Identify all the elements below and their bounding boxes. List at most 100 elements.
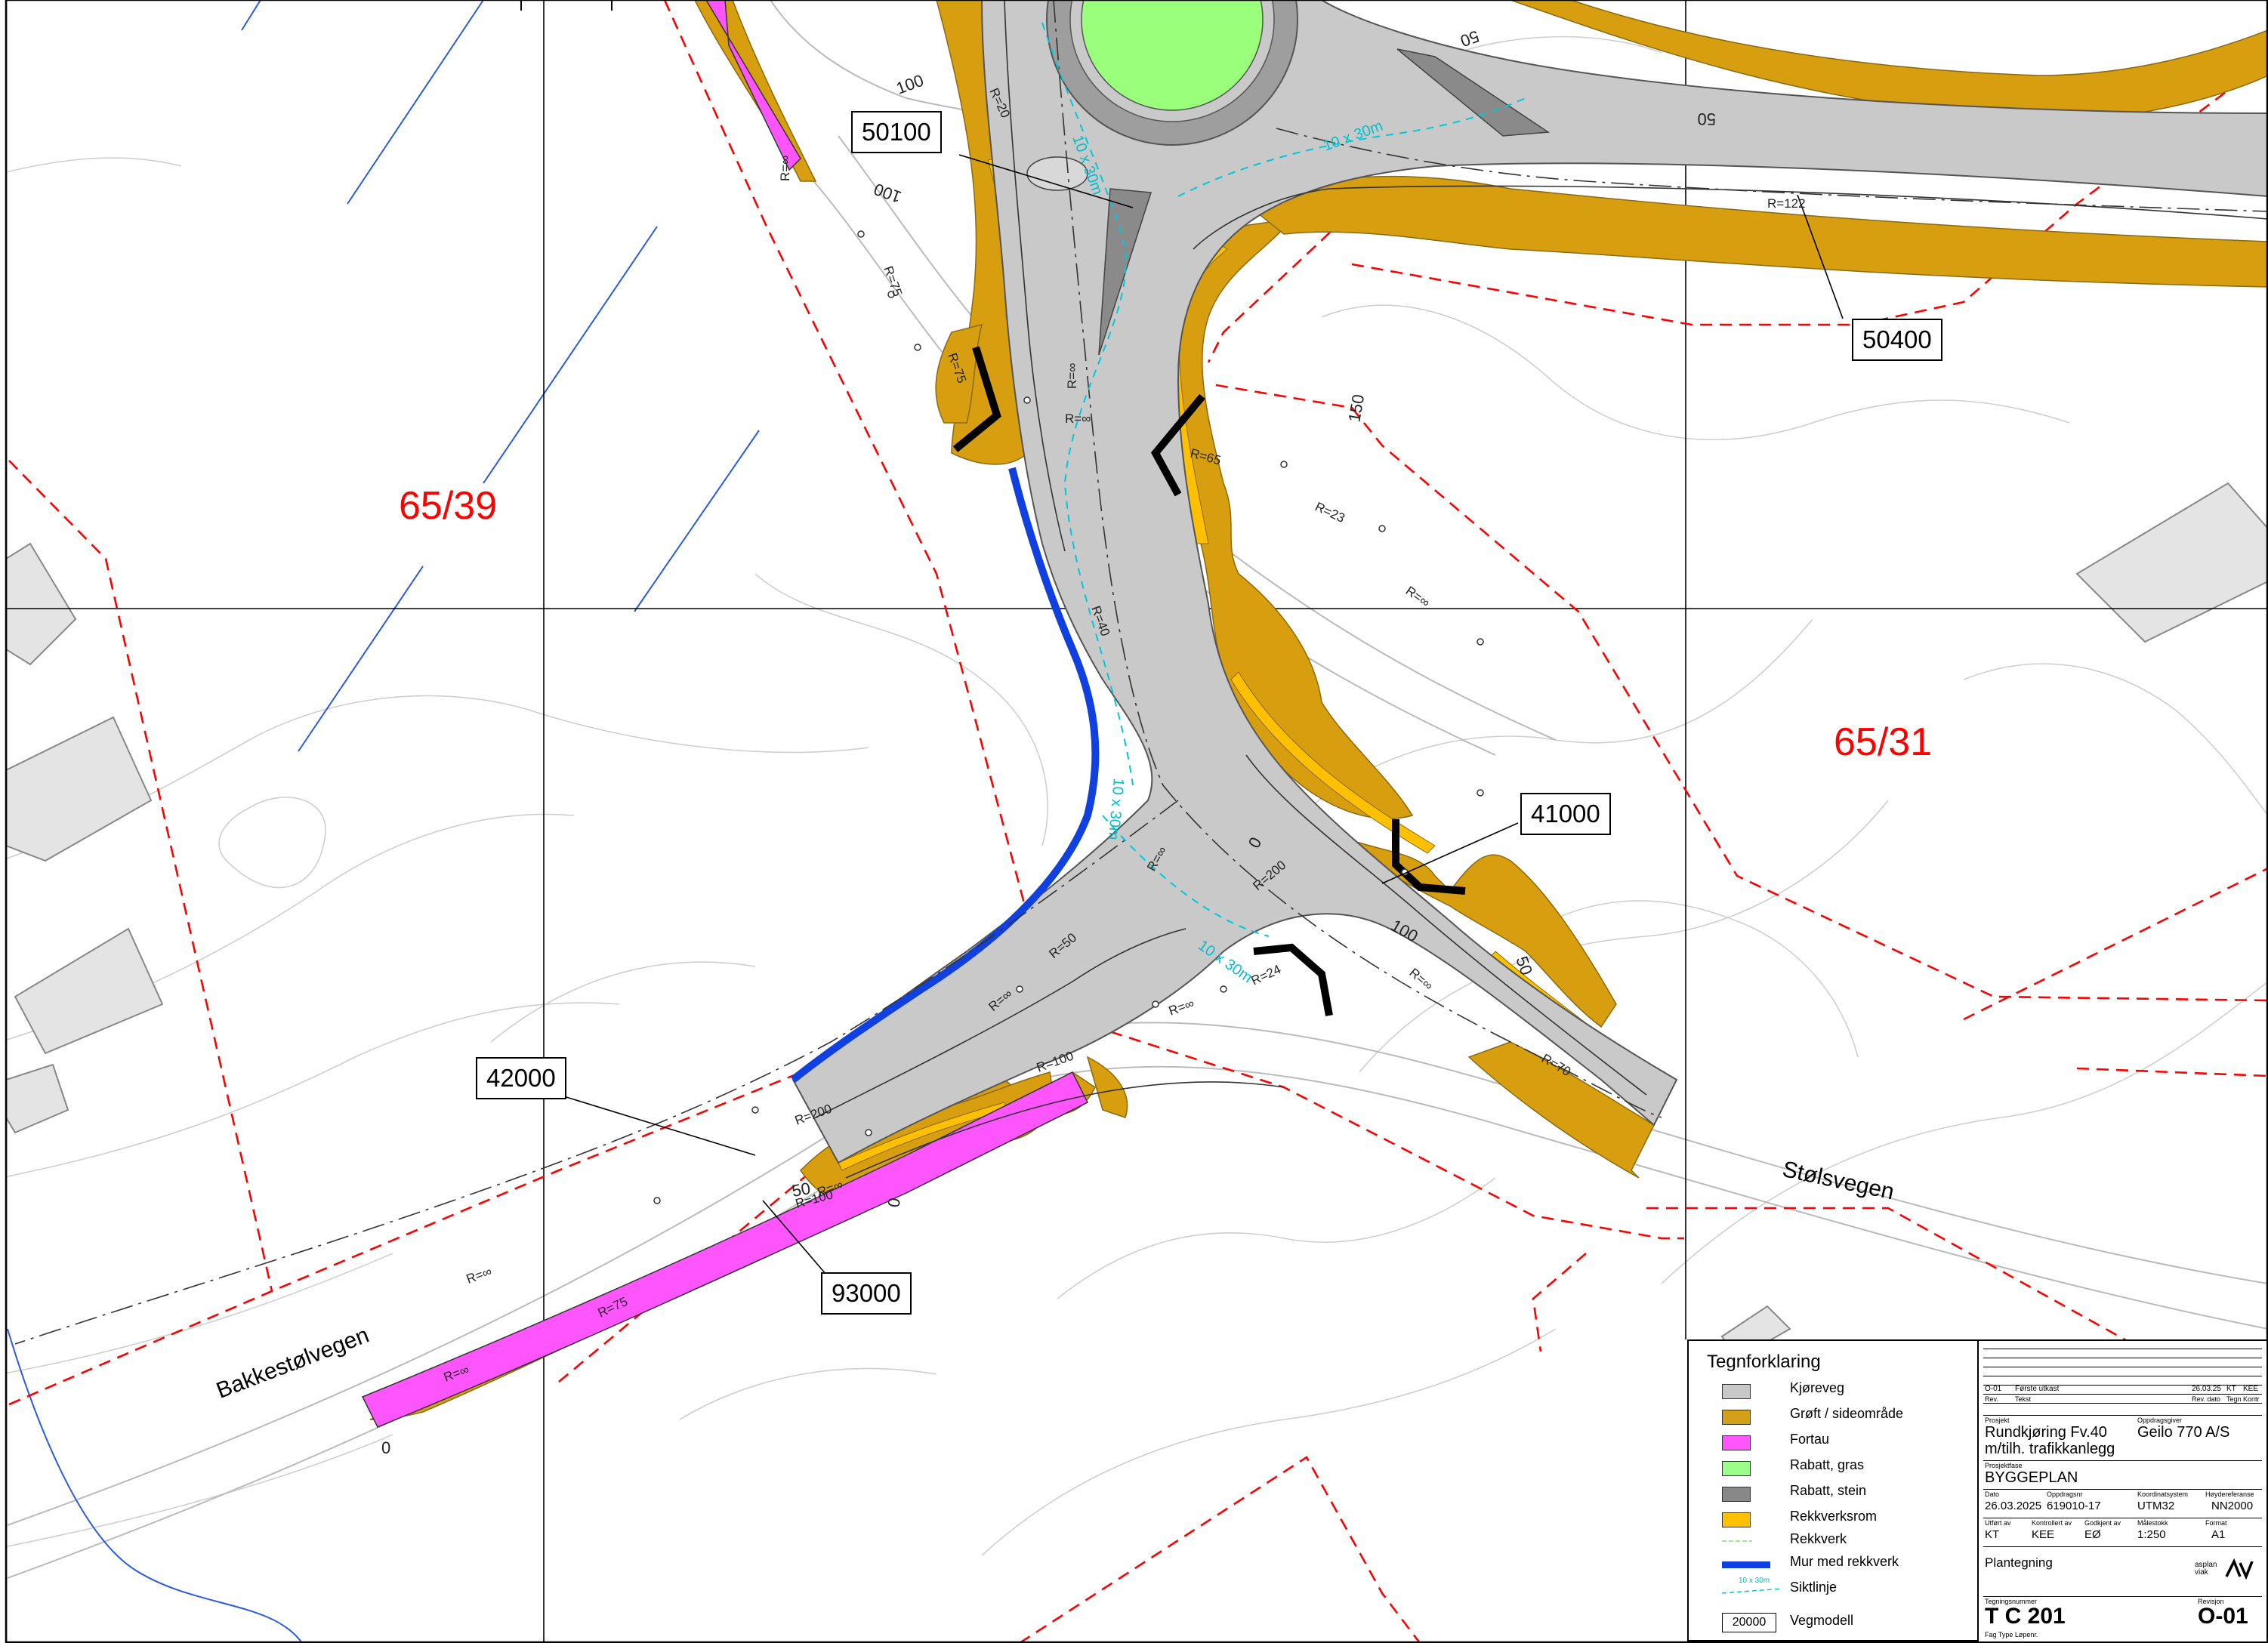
legend-swatch [1722, 1561, 1770, 1568]
legend-swatch [1722, 1410, 1751, 1425]
legend-item-rabatt-gras: Rabatt, gras [1722, 1456, 1979, 1478]
meta-value-ordernr: 619010-17 [2047, 1500, 2101, 1512]
chainage-annotation: 0 [884, 1196, 904, 1208]
legend-swatch [1722, 1461, 1751, 1476]
revision-label: Revisjon [2198, 1598, 2224, 1605]
legend-label: Rekkverksrom [1790, 1509, 1878, 1524]
legend-item-groft: Grøft / sideområde [1722, 1404, 1979, 1427]
object-tag-93000: 93000 [821, 1272, 912, 1315]
legend-swatch [1722, 1435, 1751, 1450]
meta2-label-checked: Kontrollert av [2032, 1519, 2072, 1527]
alignment-stakes [653, 230, 1484, 1204]
chainage-annotation: 50 [1698, 109, 1716, 128]
legend-label: Mur med rekkverk [1790, 1554, 1899, 1569]
guardrail-terminals [952, 346, 1466, 1016]
radius-annotation: R=∞ [1167, 996, 1196, 1019]
meta2-label-scale: Målestokk [2137, 1519, 2168, 1527]
meta2-value-checked: KEE [2032, 1528, 2055, 1541]
drawing-number-sub: Fag Type Løpenr. [1985, 1631, 2038, 1638]
legend-item-fortau: Fortau [1722, 1430, 1979, 1453]
object-tag-42000: 42000 [476, 1057, 566, 1099]
chainage-annotation: 100 [893, 71, 926, 98]
radius-annotation: R=122 [1767, 196, 1806, 211]
retaining-wall-with-guardrail [790, 467, 1100, 1083]
lane-lines [815, 0, 2268, 1179]
meta-value-coords: UTM32 [2137, 1500, 2175, 1512]
tag-leaders [558, 154, 1844, 1281]
title-block: O-01 Første utkast 26.03.25 KT KEE Rev. … [1977, 1339, 2268, 1643]
revision-header-date: Rev. dato [2192, 1395, 2220, 1403]
drawing-title: Plantegning [1985, 1555, 2053, 1570]
legend-item-rabatt-stein: Rabatt, stein [1722, 1481, 1979, 1504]
chainage-annotation: 100 [872, 180, 904, 207]
legend-label: Rekkverk [1790, 1531, 1847, 1546]
legend-siktlinje-symbol [1722, 1588, 1782, 1594]
revision-header-checked: Kontr [2243, 1395, 2260, 1403]
legend-item-mur: Mur med rekkverk [1722, 1552, 1979, 1575]
meta2-value-by: KT [1985, 1528, 2000, 1541]
legend-swatch [1722, 1384, 1751, 1399]
legend-label: Fortau [1790, 1432, 1830, 1447]
revision-header-text: Tekst [2015, 1395, 2032, 1403]
meta2-value-format: A1 [2211, 1528, 2226, 1541]
drawing-number: T C 201 [1985, 1604, 2066, 1629]
meta-label-date: Dato [1985, 1490, 2000, 1498]
meta2-value-approved: EØ [2084, 1528, 2101, 1541]
phase-value: BYGGEPLAN [1985, 1469, 2078, 1486]
legend-rekkverk-symbol [1722, 1540, 1752, 1542]
legend-item-rekkverk: Rekkverk [1722, 1530, 1979, 1552]
meta2-label-by: Utført av [1985, 1519, 2011, 1527]
legend: Tegnforklaring Kjøreveg Grøft / sideområ… [1687, 1339, 1977, 1641]
radius-annotation: R=75 [881, 264, 905, 298]
radius-annotation: R=∞ [778, 156, 792, 181]
company-name-line-2: viak [2195, 1568, 2208, 1577]
verge-areas [369, 0, 2268, 1420]
project-label: Prosjekt [1985, 1416, 2010, 1424]
meta-value-date: 26.03.2025 [1985, 1500, 2042, 1512]
client-name: Geilo 770 A/S [2137, 1424, 2230, 1441]
chainage-annotation: 50 [791, 1179, 812, 1201]
legend-label: Rabatt, stein [1790, 1483, 1867, 1498]
legend-label: Siktlinje [1790, 1580, 1838, 1595]
sight-lines [1041, 22, 1526, 937]
project-line-1: Rundkjøring Fv.40 [1985, 1424, 2107, 1441]
radius-annotation: R=∞ [464, 1264, 494, 1287]
meta-value-height: NN2000 [2211, 1500, 2254, 1512]
radius-annotation: R=24 [1249, 962, 1283, 988]
legend-item-siktlinje: 10 x 30m Siktlinje [1722, 1577, 1979, 1601]
object-tag-50100: 50100 [851, 111, 942, 153]
legend-label: Kjøreveg [1790, 1380, 1845, 1395]
meta2-label-approved: Godkjent av [2084, 1519, 2121, 1527]
radius-annotation: R=23 [1313, 499, 1347, 526]
legend-item-vegmodell: 20000 Vegmodell [1722, 1611, 1979, 1634]
revision-header-rev: Rev. [1985, 1395, 1998, 1403]
company-name-line-1: asplan [2195, 1561, 2217, 1569]
revision-row-text: Første utkast [2015, 1385, 2060, 1393]
legend-title: Tegnforklaring [1707, 1352, 1821, 1372]
existing-buildings [6, 482, 2268, 1643]
grass-island [1081, 0, 1264, 111]
streams [7, 0, 760, 1643]
revision-row-checked: KEE [2243, 1385, 2259, 1393]
meta-label-coords: Koordinatsystem [2137, 1490, 2189, 1498]
chainage-annotation: 150 [1344, 393, 1368, 424]
revision-row-rev: O-01 [1985, 1385, 2002, 1393]
carriageway [791, 0, 2268, 1164]
company-logo-icon [2225, 1558, 2254, 1580]
centrelines [14, 0, 2268, 1345]
legend-vegmodell-sample: 20000 [1722, 1613, 1776, 1632]
legend-label: Vegmodell [1790, 1613, 1854, 1628]
radius-annotation: R=∞ [1403, 584, 1433, 610]
legend-swatch [1722, 1487, 1751, 1502]
company-name: asplan viak [2195, 1561, 2217, 1577]
revision-value: O-01 [2198, 1604, 2248, 1629]
revision-row-date: 26.03.25 [2192, 1385, 2221, 1393]
legend-item-kjoreveg: Kjøreveg [1722, 1379, 1979, 1401]
legend-label: Grøft / sideområde [1790, 1406, 1904, 1421]
client-label: Oppdragsgiver [2137, 1416, 2183, 1424]
radius-annotation: R=∞ [1406, 966, 1436, 994]
legend-swatch [1722, 1512, 1751, 1527]
radius-annotation: R=∞ [1065, 363, 1079, 389]
meta-label-height: Høydereferanse [2205, 1490, 2254, 1498]
